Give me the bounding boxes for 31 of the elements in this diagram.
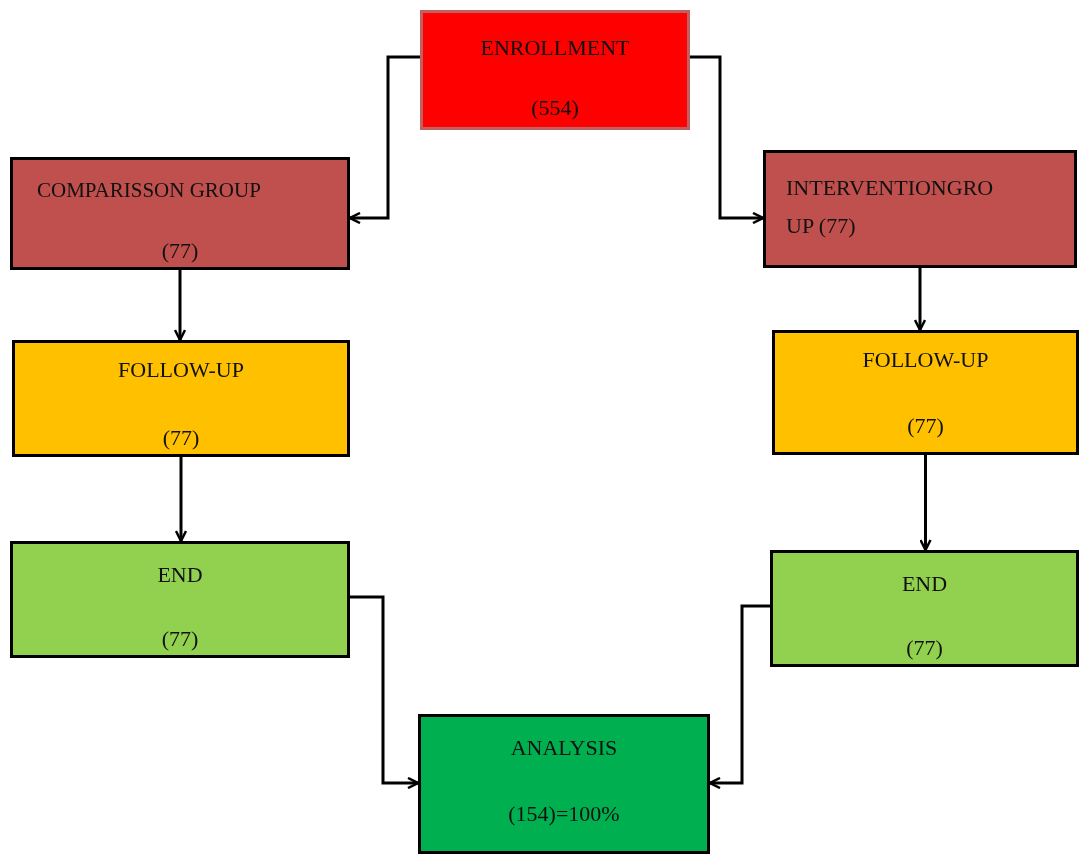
box-count: (77) <box>905 635 944 661</box>
process-box <box>418 714 710 854</box>
arrow <box>173 270 187 342</box>
arrow <box>913 268 927 332</box>
box-heading: INTERVENTIONGRO UP (77) <box>786 174 995 240</box>
box-heading: FOLLOW-UP <box>117 357 245 383</box>
box-heading: ENROLLMENT <box>479 35 631 61</box>
box-count: (154)=100% <box>507 801 621 827</box>
process-box <box>420 10 690 130</box>
process-box <box>12 340 350 457</box>
process-box <box>763 150 1077 268</box>
box-heading: FOLLOW-UP <box>861 347 990 373</box>
process-box <box>10 157 350 270</box>
box-heading: END <box>156 562 204 588</box>
box-heading: ANALYSIS <box>509 735 619 761</box>
box-heading: END <box>900 571 949 597</box>
process-box <box>772 330 1079 455</box>
box-count: (554) <box>530 95 580 121</box>
arrow <box>919 455 932 552</box>
box-count: (77) <box>906 413 945 439</box>
box-count: (77) <box>160 238 200 264</box>
box-heading: COMPARISSON GROUP <box>37 178 262 203</box>
arrow <box>708 604 770 790</box>
arrow <box>348 55 420 225</box>
box-count: (77) <box>161 425 201 451</box>
process-box <box>770 550 1079 667</box>
arrow <box>690 55 765 225</box>
arrow <box>174 457 188 543</box>
box-count: (77) <box>160 626 200 652</box>
arrow <box>350 595 420 790</box>
process-box <box>10 541 350 658</box>
